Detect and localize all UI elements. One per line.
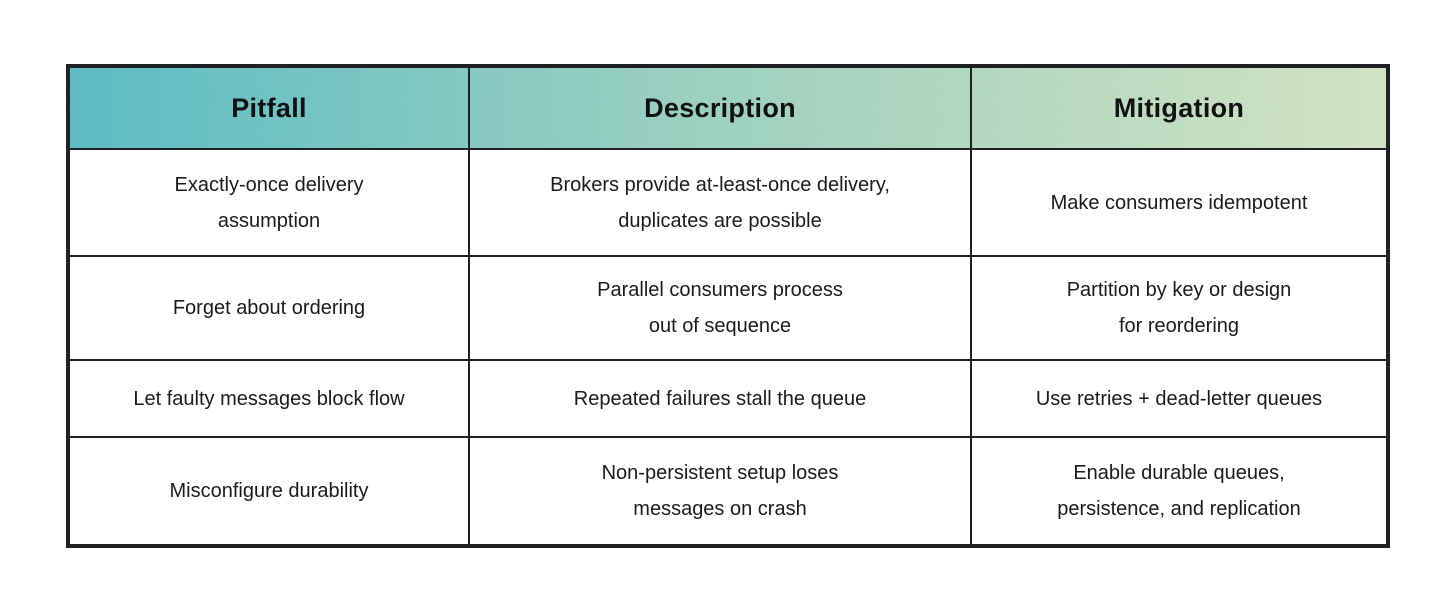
cell-row2-pitfall: Forget about ordering [69,256,469,360]
column-header-mitigation: Mitigation [971,67,1387,149]
cell-row2-description: Parallel consumers process out of sequen… [469,256,971,360]
cell-row1-description: Brokers provide at-least-once delivery, … [469,149,971,256]
column-header-description: Description [469,67,971,149]
cell-row4-pitfall: Misconfigure durability [69,437,469,545]
column-header-pitfall: Pitfall [69,67,469,149]
pitfalls-comparison-table: Pitfall Description Mitigation Exactly-o… [66,64,1390,548]
cell-row4-description: Non-persistent setup loses messages on c… [469,437,971,545]
cell-row3-pitfall: Let faulty messages block flow [69,360,469,437]
cell-row1-mitigation: Make consumers idempotent [971,149,1387,256]
cell-row3-mitigation: Use retries + dead-letter queues [971,360,1387,437]
cell-row3-description: Repeated failures stall the queue [469,360,971,437]
cell-row4-mitigation: Enable durable queues, persistence, and … [971,437,1387,545]
cell-row2-mitigation: Partition by key or design for reorderin… [971,256,1387,360]
cell-row1-pitfall: Exactly-once delivery assumption [69,149,469,256]
